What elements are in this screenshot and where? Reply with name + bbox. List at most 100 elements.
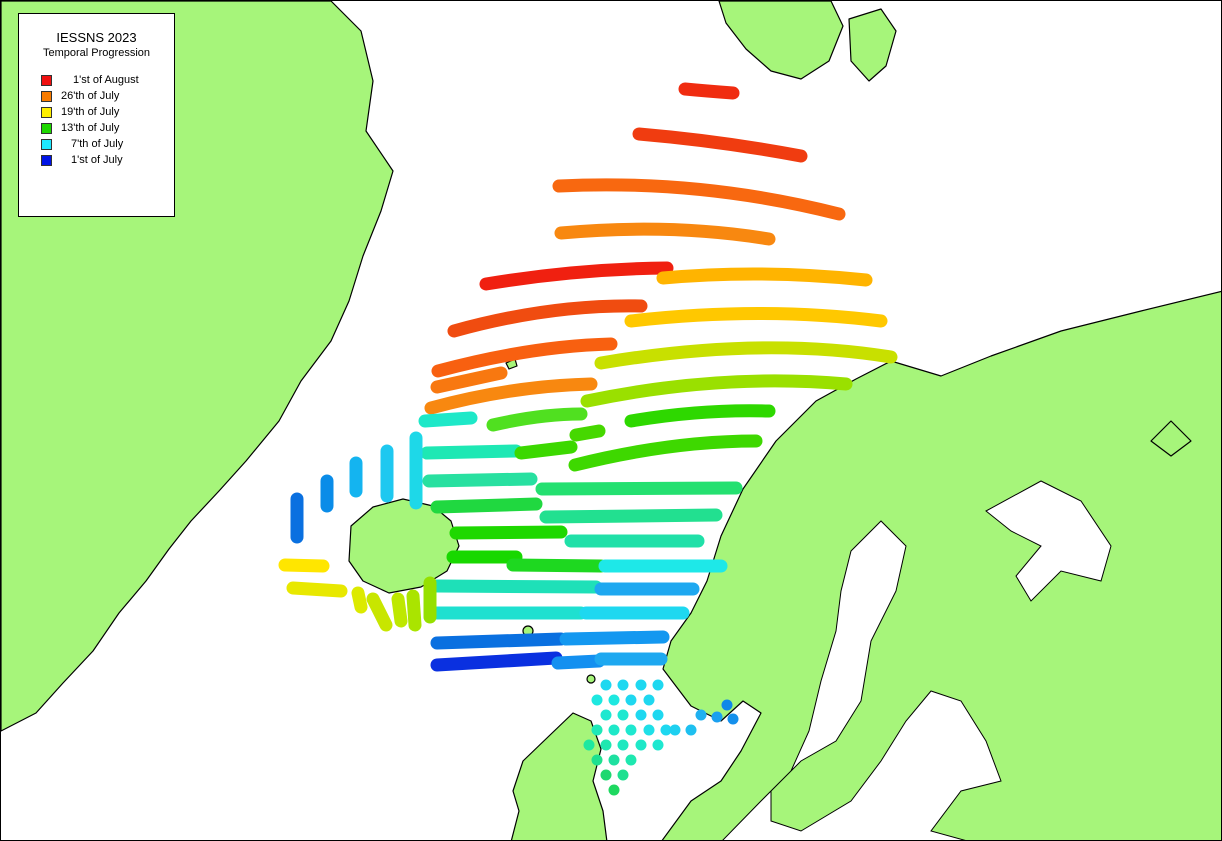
legend-items: 1'st of August 26'th of July 19'th of Ju… [41, 72, 139, 168]
survey-station [600, 709, 612, 721]
survey-station [635, 739, 647, 751]
legend-label: 1'st of July [71, 154, 123, 166]
track-line [430, 651, 563, 672]
survey-station [635, 679, 647, 691]
track-line [278, 558, 330, 573]
survey-station [591, 754, 603, 766]
legend-item: 1'st of August [41, 72, 139, 88]
track-line [624, 307, 888, 328]
survey-station [608, 784, 620, 796]
track-line [678, 82, 740, 100]
survey-station [695, 709, 707, 721]
legend-label: 19'th of July [61, 106, 120, 118]
survey-station [711, 711, 723, 723]
survey-station [625, 724, 637, 736]
track-line [624, 404, 776, 428]
survey-station [608, 724, 620, 736]
survey-station [608, 694, 620, 706]
track-line [422, 472, 538, 488]
legend-item: 19'th of July [41, 104, 139, 120]
track-line [430, 579, 603, 594]
survey-station [660, 724, 672, 736]
track-line [430, 366, 508, 394]
survey-station [608, 754, 620, 766]
legend-subtitle: Temporal Progression [43, 47, 150, 59]
shetland-islands [586, 674, 596, 684]
survey-station [643, 724, 655, 736]
legend-item: 7'th of July [41, 136, 139, 152]
track-line [406, 589, 422, 632]
track-line [539, 508, 723, 524]
svalbard-landmass [718, 1, 844, 80]
great-britain-landmass [510, 712, 608, 840]
legend-swatch [41, 138, 52, 150]
survey-station [600, 679, 612, 691]
survey-station [617, 679, 629, 691]
survey-station [669, 724, 681, 736]
track-line [286, 581, 348, 598]
legend-label: 7'th of July [71, 138, 124, 150]
survey-station [727, 713, 739, 725]
track-line [506, 558, 608, 573]
track-line [594, 341, 898, 370]
survey-station [600, 739, 612, 751]
survey-station [617, 769, 629, 781]
legend-item: 13'th of July [41, 120, 139, 136]
track-line [391, 592, 408, 628]
track-line [431, 337, 618, 378]
track-line [420, 444, 523, 460]
north-sea-stations [583, 679, 739, 796]
map-legend: IESSNS 2023 Temporal Progression 1'st of… [18, 13, 175, 217]
track-line [535, 481, 743, 496]
track-line [430, 632, 568, 650]
survey-station [625, 754, 637, 766]
survey-station [652, 739, 664, 751]
track-line [449, 525, 568, 540]
track-line [554, 222, 776, 246]
legend-label: 1'st of August [73, 74, 139, 86]
legend-title: IESSNS 2023 [56, 30, 137, 45]
track-line [424, 377, 598, 415]
svalbard-east-island [848, 8, 897, 82]
track-line [632, 127, 808, 163]
track-line [351, 586, 368, 614]
white-sea [985, 480, 1112, 602]
novaya-zemlya [1150, 420, 1192, 457]
legend-item: 26'th of July [41, 88, 139, 104]
survey-station [625, 694, 637, 706]
survey-station [652, 709, 664, 721]
track-line [551, 654, 606, 670]
track-line [366, 592, 393, 632]
track-line [447, 299, 648, 338]
legend-item: 1'st of July [41, 152, 139, 168]
survey-station [721, 699, 733, 711]
survey-tracks [278, 82, 898, 672]
track-line [580, 374, 853, 408]
legend-swatch [41, 154, 52, 166]
track-line [430, 497, 543, 514]
survey-station [685, 724, 697, 736]
legend-swatch [41, 106, 52, 118]
track-line [569, 424, 606, 442]
track-line [514, 440, 578, 460]
track-line [656, 267, 873, 287]
survey-station [591, 724, 603, 736]
track-line [486, 407, 588, 432]
track-line [479, 261, 674, 291]
track-line [568, 434, 763, 472]
survey-station [617, 709, 629, 721]
track-line [552, 178, 846, 221]
survey-station [635, 709, 647, 721]
survey-station [600, 769, 612, 781]
legend-swatch [41, 90, 52, 102]
survey-station [591, 694, 603, 706]
baltic-sea [722, 520, 1002, 840]
legend-swatch [41, 74, 52, 86]
survey-station [643, 694, 655, 706]
legend-label: 26'th of July [61, 90, 120, 102]
track-line [418, 411, 478, 428]
survey-station [617, 739, 629, 751]
legend-swatch [41, 122, 52, 134]
